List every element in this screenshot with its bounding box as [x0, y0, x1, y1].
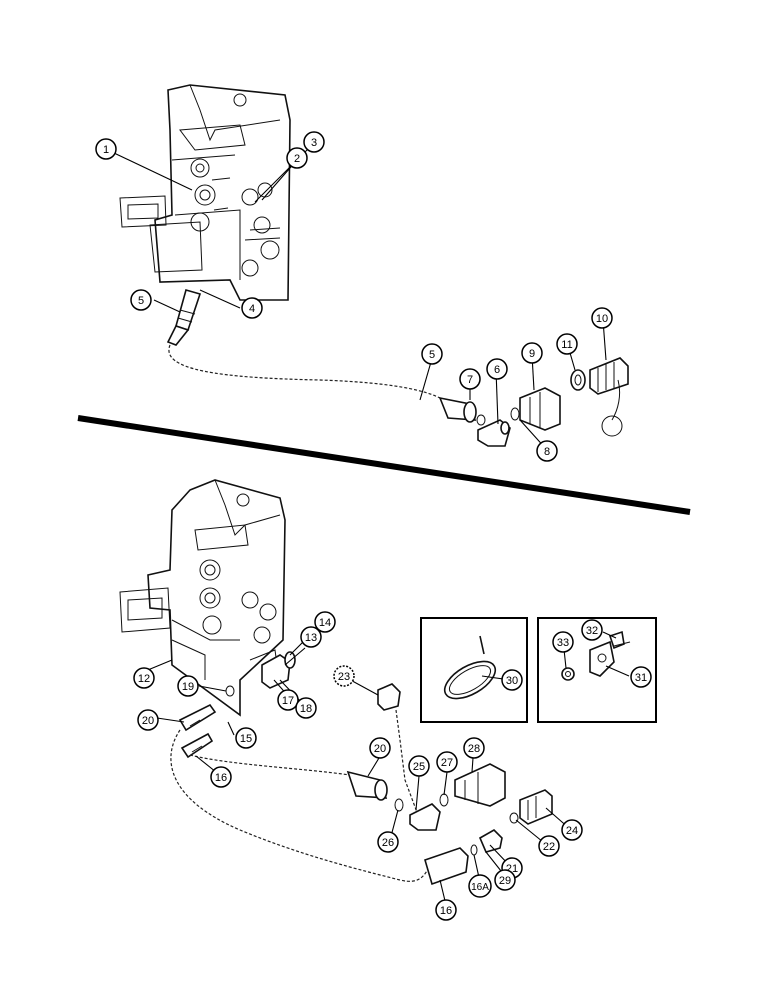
- top-valve-assembly: [119, 84, 291, 301]
- fitting-23: [377, 683, 419, 816]
- callout-24: 24: [561, 819, 583, 841]
- callout-26: 26: [377, 831, 399, 853]
- callout-16-left: 16: [210, 766, 232, 788]
- svg-text:19: 19: [182, 681, 194, 693]
- callout-29: 29: [494, 869, 516, 891]
- svg-text:11: 11: [561, 339, 572, 351]
- callout-7: 7: [459, 368, 481, 390]
- svg-text:18: 18: [300, 703, 312, 715]
- svg-text:7: 7: [467, 374, 473, 386]
- callout-5-top-left: 5: [130, 289, 152, 311]
- callout-27: 27: [436, 751, 458, 773]
- callout-17: 17: [277, 689, 299, 711]
- svg-text:16: 16: [215, 772, 227, 784]
- callout-20-left: 20: [137, 709, 159, 731]
- section-divider: [77, 415, 691, 515]
- callout-23: 23: [333, 665, 355, 687]
- callout-18: 18: [295, 697, 317, 719]
- svg-text:27: 27: [441, 757, 453, 769]
- callout-16A: 16A: [468, 874, 492, 898]
- svg-text:22: 22: [543, 841, 555, 853]
- bottom-valve-fittings: [261, 651, 296, 689]
- svg-text:23: 23: [338, 671, 350, 683]
- callout-16-bottom: 16: [435, 899, 457, 921]
- svg-text:2: 2: [294, 153, 300, 165]
- callout-33: 33: [552, 631, 574, 653]
- svg-text:32: 32: [586, 625, 598, 637]
- callout-5-top-right: 5: [421, 343, 443, 365]
- svg-text:10: 10: [596, 313, 608, 325]
- callout-14: 14: [314, 611, 336, 633]
- bottom-hose-2: [189, 754, 351, 776]
- callout-8: 8: [536, 440, 558, 462]
- inset-clip-31: [537, 617, 657, 723]
- svg-text:20: 20: [142, 715, 154, 727]
- svg-text:14: 14: [319, 617, 331, 629]
- callout-6: 6: [486, 358, 508, 380]
- svg-text:29: 29: [499, 875, 511, 887]
- callout-32: 32: [581, 619, 603, 641]
- callout-25: 25: [408, 755, 430, 777]
- svg-text:3: 3: [311, 137, 317, 149]
- callout-31: 31: [630, 666, 652, 688]
- svg-text:4: 4: [249, 303, 255, 315]
- svg-text:5: 5: [429, 349, 435, 361]
- svg-text:6: 6: [494, 364, 500, 376]
- callout-20-right: 20: [369, 737, 391, 759]
- top-adapter-fitting: [166, 289, 202, 346]
- bottom-hose: [170, 729, 431, 882]
- svg-text:20: 20: [374, 743, 386, 755]
- svg-text:8: 8: [544, 446, 550, 458]
- svg-text:16A: 16A: [471, 882, 489, 893]
- svg-text:30: 30: [506, 675, 518, 687]
- callout-4: 4: [241, 297, 263, 319]
- svg-text:16: 16: [440, 905, 452, 917]
- callout-22: 22: [538, 835, 560, 857]
- callout-30: 30: [501, 669, 523, 691]
- bottom-fittings-row: [346, 763, 553, 886]
- svg-text:26: 26: [382, 837, 394, 849]
- callout-28: 28: [463, 737, 485, 759]
- callout-2: 2: [286, 147, 308, 169]
- callout-13: 13: [300, 626, 322, 648]
- bottom-valve-assembly: [119, 479, 286, 717]
- svg-text:31: 31: [635, 672, 647, 684]
- svg-text:33: 33: [557, 637, 569, 649]
- top-hose: [168, 344, 441, 399]
- svg-text:13: 13: [305, 632, 317, 644]
- svg-text:25: 25: [413, 761, 425, 773]
- svg-text:28: 28: [468, 743, 480, 755]
- svg-text:12: 12: [138, 673, 150, 685]
- bottom-left-fittings: [178, 685, 235, 759]
- svg-text:15: 15: [240, 733, 252, 745]
- svg-text:1: 1: [103, 144, 109, 156]
- callout-10: 10: [591, 307, 613, 329]
- callout-3: 3: [303, 131, 325, 153]
- svg-text:17: 17: [282, 695, 294, 707]
- svg-text:5: 5: [138, 295, 144, 307]
- callout-19: 19: [177, 675, 199, 697]
- svg-text:9: 9: [529, 348, 535, 360]
- callout-15: 15: [235, 727, 257, 749]
- callout-9: 9: [521, 342, 543, 364]
- callout-12: 12: [133, 667, 155, 689]
- svg-text:24: 24: [566, 825, 578, 837]
- callout-1: 1: [95, 138, 117, 160]
- callout-11: 11: [556, 333, 578, 355]
- inset-clamp-30: [420, 617, 528, 723]
- top-fittings-row: [438, 357, 629, 447]
